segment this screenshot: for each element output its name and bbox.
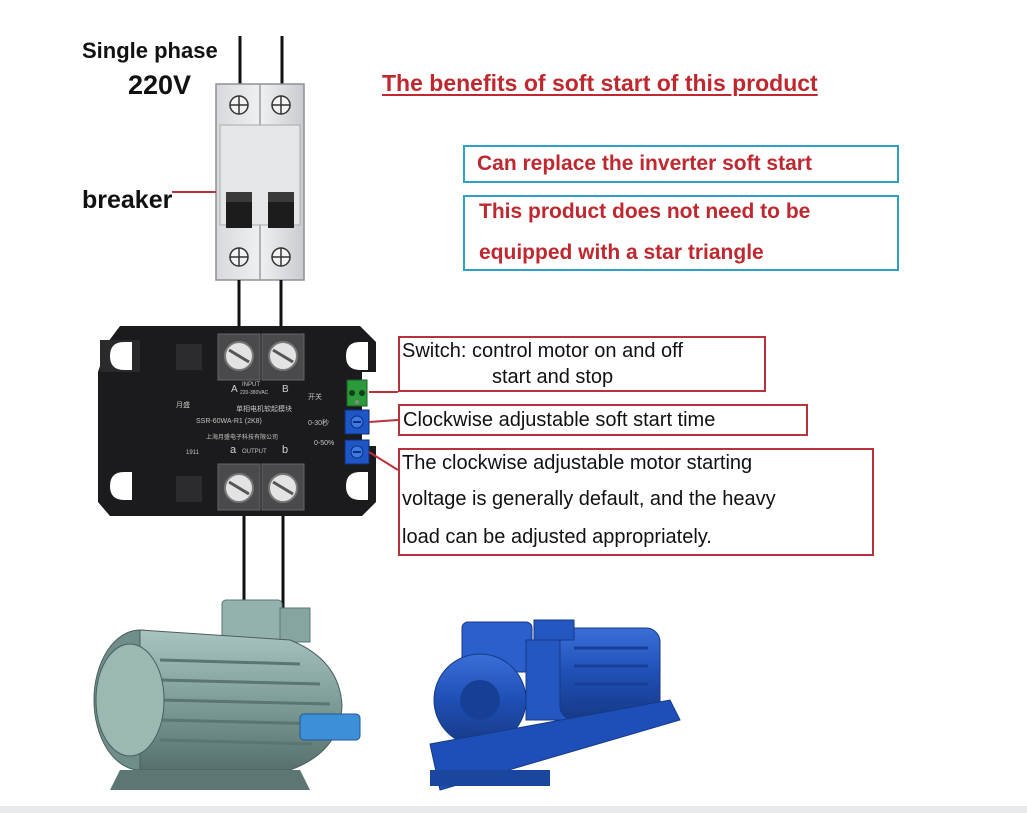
switch-callout-line1: Switch: control motor on and off bbox=[402, 340, 683, 362]
module-desc-cn: 单相电机软起模块 bbox=[236, 406, 292, 413]
benefit-star-triangle-line1: This product does not need to be bbox=[479, 200, 811, 223]
supply-voltage-label: 220V bbox=[128, 70, 192, 100]
time-callout: Clockwise adjustable soft start time bbox=[398, 404, 808, 436]
module-input-range: 220-380VAC bbox=[240, 390, 269, 396]
module-code: 1911 bbox=[186, 450, 199, 456]
module-output-label: OUTPUT bbox=[242, 449, 267, 455]
module-time-range: 0-30秒 bbox=[308, 420, 330, 427]
benefits-title: The benefits of soft start of this produ… bbox=[382, 70, 818, 96]
module-input-b: B bbox=[282, 384, 289, 395]
supply-type-label: Single phase bbox=[82, 38, 218, 63]
voltage-pointer bbox=[368, 451, 399, 471]
soft-start-module bbox=[98, 326, 376, 516]
breaker-label: breaker bbox=[82, 186, 173, 214]
module-output-b: b bbox=[282, 444, 289, 456]
time-callout-text: Clockwise adjustable soft start time bbox=[403, 409, 716, 431]
module-input-a: A bbox=[231, 384, 238, 395]
module-model: SSR-60WA-R1 (2K8) bbox=[196, 418, 262, 425]
voltage-callout-line3: load can be adjusted appropriately. bbox=[402, 526, 712, 548]
benefit-box-inverter: Can replace the inverter soft start bbox=[463, 145, 899, 183]
switch-callout-line2: start and stop bbox=[492, 366, 614, 388]
time-pointer bbox=[368, 419, 399, 423]
module-switch bbox=[346, 379, 368, 407]
voltage-callout: The clockwise adjustable motor starting … bbox=[398, 448, 874, 556]
module-input-label: INPUT bbox=[242, 382, 260, 388]
module-brand: 月盛 bbox=[176, 402, 190, 409]
module-company-cn: 上海月盛电子科技有限公司 bbox=[206, 435, 279, 441]
breaker bbox=[215, 83, 305, 281]
benefit-star-triangle-line2: equipped with a star triangle bbox=[479, 241, 764, 264]
voltage-callout-line2: voltage is generally default, and the he… bbox=[402, 488, 776, 510]
module-switch-cn: 开关 bbox=[308, 394, 322, 401]
bottom-strip bbox=[0, 806, 1027, 813]
module-output-a: a bbox=[230, 444, 237, 456]
voltage-callout-line1: The clockwise adjustable motor starting bbox=[402, 452, 753, 474]
electric-motor bbox=[93, 599, 361, 790]
water-pump bbox=[429, 619, 681, 791]
switch-callout: Switch: control motor on and off start a… bbox=[398, 336, 766, 392]
module-voltage-range: 0-50% bbox=[314, 440, 335, 447]
benefit-box-star-triangle: This product does not need to be equippe… bbox=[463, 195, 899, 271]
benefit-inverter-text: Can replace the inverter soft start bbox=[477, 152, 812, 175]
